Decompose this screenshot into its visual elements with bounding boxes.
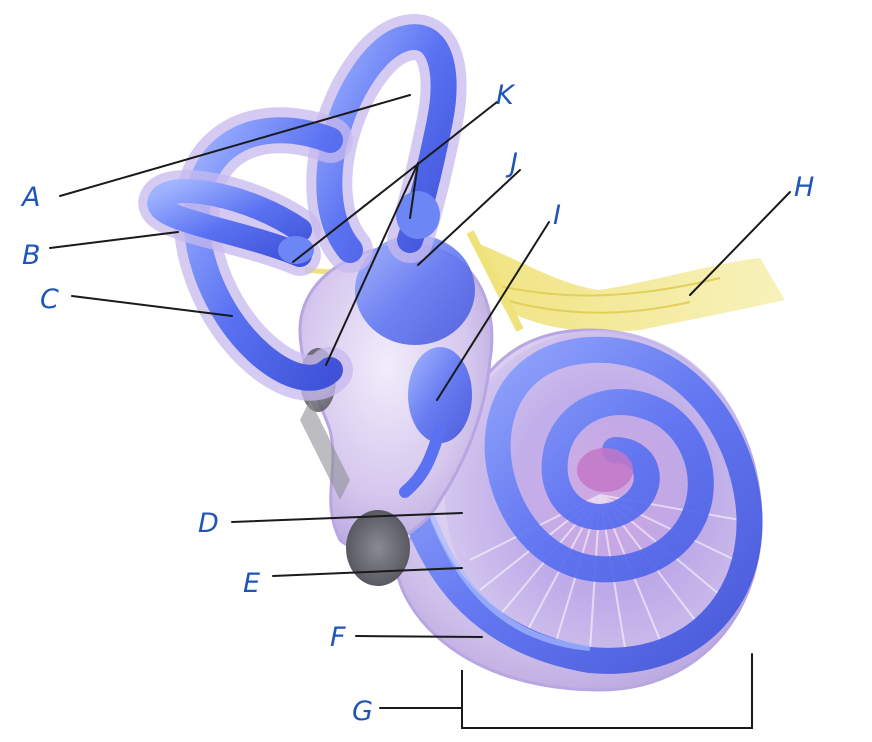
labels: A B C D E F G H I J K <box>20 80 814 727</box>
cochlea <box>393 328 763 692</box>
label-i: I <box>553 200 561 231</box>
label-a: A <box>20 182 40 213</box>
label-k: K <box>496 80 516 111</box>
leader-lines <box>49 94 791 729</box>
leader-j <box>417 169 521 266</box>
label-c: C <box>40 284 59 315</box>
label-d: D <box>198 508 219 539</box>
label-j: J <box>505 148 518 179</box>
leader-k1 <box>292 101 498 263</box>
leader-d <box>231 512 463 523</box>
leader-e <box>272 567 463 577</box>
leader-k2 <box>325 162 419 366</box>
leader-g-bracket <box>379 653 753 729</box>
label-e: E <box>243 568 260 599</box>
stapes-shadow <box>300 400 350 500</box>
leader-k3 <box>409 162 419 219</box>
leader-h <box>689 191 791 296</box>
semicircular-canals <box>138 14 467 401</box>
leader-a <box>59 94 411 197</box>
label-h: H <box>794 172 814 203</box>
leader-b <box>49 231 179 249</box>
label-f: F <box>330 622 346 653</box>
leader-i <box>436 221 550 401</box>
leader-f <box>355 635 483 638</box>
label-g: G <box>352 696 373 727</box>
label-b: B <box>22 240 41 271</box>
round-window <box>346 510 410 586</box>
leader-c <box>71 295 233 317</box>
